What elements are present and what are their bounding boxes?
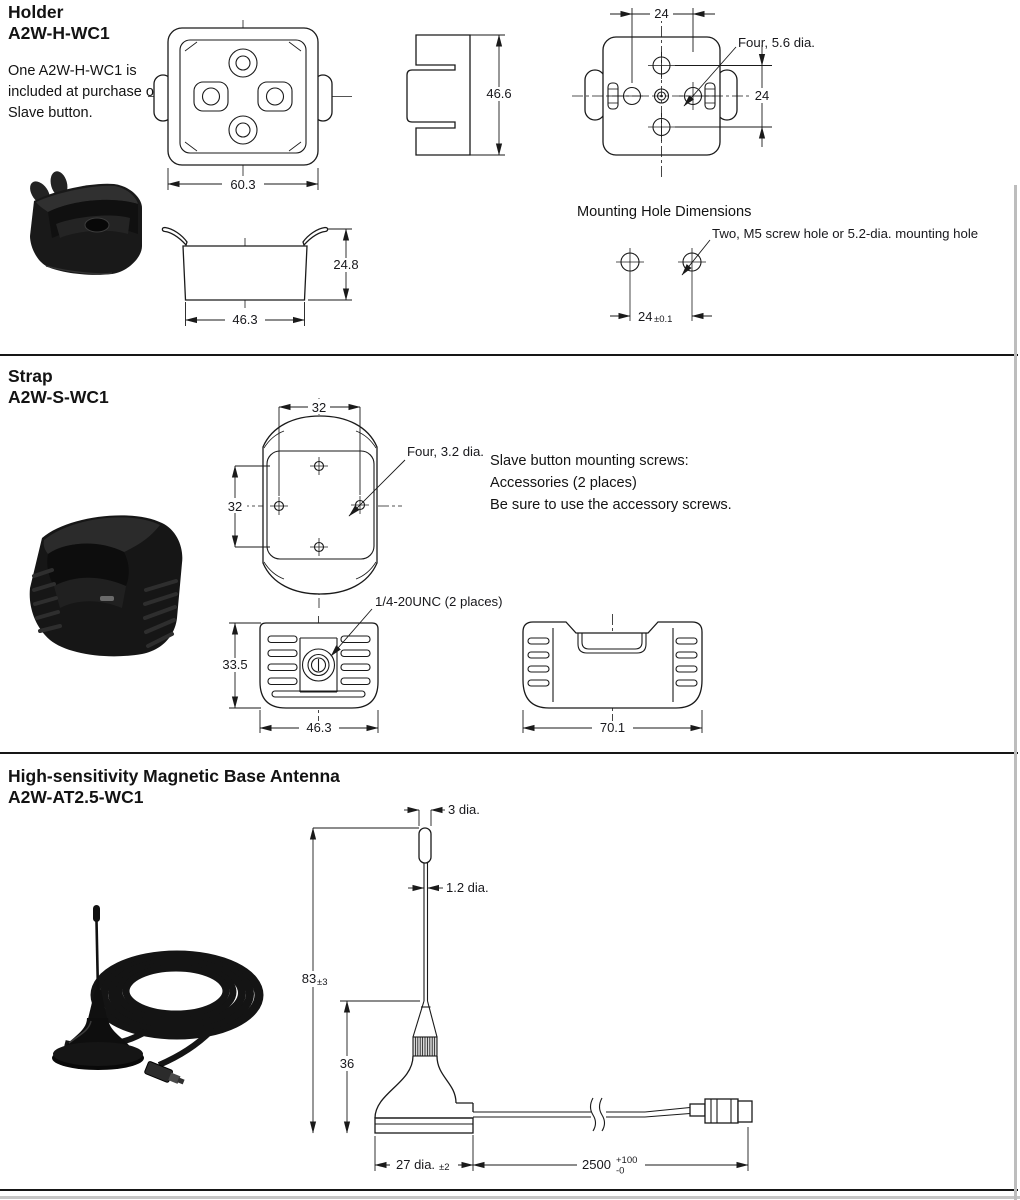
strap-hole-callout: Four, 3.2 dia. — [407, 444, 484, 459]
holder-hole-callout: Four, 5.6 dia. — [738, 35, 815, 50]
holder-left-wing — [161, 226, 188, 247]
holder-side-profile — [406, 34, 471, 156]
dim-back-pitch-h: 24 — [654, 6, 668, 21]
dim-holder-front-width: 60.3 — [230, 177, 255, 192]
strap-note-line1: Slave button mounting screws: — [490, 453, 689, 469]
dim-holder-bottom-width: 46.3 — [232, 312, 257, 327]
holder-top-hole — [228, 48, 258, 78]
antenna-connector — [689, 1098, 753, 1124]
holder-front-view: 60.3 — [148, 20, 352, 192]
strap-mounting-holes — [270, 457, 369, 556]
dim-strap-pitch-h: 32 — [312, 400, 326, 415]
dim-back-pitch-v: 24 — [755, 88, 769, 103]
holder-note: One A2W-H-WC1 is included at purchase of… — [8, 63, 171, 121]
section-divider-3 — [0, 1189, 1018, 1191]
strap-unc-callout: 1/4-20UNC (2 places) — [375, 594, 503, 609]
dim-strap-pitch-v: 32 — [228, 499, 242, 514]
antenna-title: High-sensitivity Magnetic Base Antenna — [8, 766, 340, 786]
strap-title: Strap — [8, 366, 53, 386]
dim-cable-tol-minus: -0 — [616, 1166, 624, 1177]
strap-unc-leader — [330, 608, 373, 657]
strap-vent-slots — [267, 635, 371, 698]
holder-model: A2W-H-WC1 — [8, 23, 110, 43]
strap-hole-leader — [348, 459, 406, 517]
mounting-hole-callout: Two, M5 screw hole or 5.2-dia. mounting … — [712, 226, 978, 241]
antenna-bell-right — [436, 1055, 457, 1104]
antenna-product-photo — [52, 905, 264, 1085]
dim-height-tol: ±3 — [317, 977, 328, 988]
strap-note-line2: Accessories (2 places) — [490, 475, 637, 491]
strap-top-outline — [262, 415, 378, 595]
dim-rod-dia: 1.2 dia. — [446, 880, 489, 895]
holder-bottom-body — [182, 245, 308, 301]
holder-back-view: 24 24 Four, 5.6 dia. — [572, 5, 815, 178]
dim-height: 83 — [302, 971, 316, 986]
strap-product-photo — [29, 515, 183, 657]
dim-mast: 36 — [340, 1056, 354, 1071]
strap-model: A2W-S-WC1 — [8, 387, 109, 407]
strap-side-vents — [527, 637, 698, 687]
antenna-photo-connector — [144, 1061, 185, 1085]
strap-note-line3: Be sure to use the accessory screws. — [490, 497, 732, 513]
dim-tip-dia: 3 dia. — [448, 802, 480, 817]
strap-tripod-boss — [301, 648, 336, 682]
dim-strap-bottom-height: 33.5 — [222, 657, 247, 672]
holder-left-hole — [201, 87, 221, 106]
holder-outer-body — [167, 27, 319, 166]
antenna-bell-left — [374, 1055, 414, 1119]
holder-side-view: 46.6 — [406, 34, 518, 156]
antenna-tip — [418, 827, 432, 864]
dim-holder-side-height: 46.6 — [486, 86, 511, 101]
dim-strap-side-width: 70.1 — [600, 720, 625, 735]
mounting-hole-heading: Mounting Hole Dimensions — [577, 204, 752, 220]
antenna-base-plate — [374, 1117, 474, 1134]
mounting-hole-drawing: Two, M5 screw hole or 5.2-dia. mounting … — [610, 226, 978, 325]
holder-title: Holder — [8, 2, 64, 22]
strap-side-view: 70.1 — [522, 614, 703, 735]
holder-bottom-hole — [228, 115, 258, 145]
dim-cable-length: 2500 — [582, 1157, 611, 1172]
strap-bottom-view: 33.5 46.3 1/4-20UNC (2 places) — [216, 594, 503, 735]
page-right-edge — [1014, 185, 1017, 1200]
holder-hole-leader — [683, 46, 737, 107]
antenna-model: A2W-AT2.5-WC1 — [8, 787, 144, 807]
dim-mount-pitch-tol: ±0.1 — [654, 314, 672, 325]
antenna-cable — [473, 1097, 691, 1132]
holder-product-photo — [30, 171, 142, 275]
dim-holder-bottom-height: 24.8 — [333, 257, 358, 272]
strap-top-view: 32 32 Four, 3.2 dia. — [223, 398, 484, 608]
dim-base-dia-tol: ±2 — [439, 1162, 450, 1173]
page-bottom-edge — [0, 1196, 1020, 1199]
holder-bottom-view: 24.8 46.3 — [161, 226, 365, 327]
dim-base-dia: 27 dia. — [396, 1157, 435, 1172]
dim-cable-tol-plus: +100 — [616, 1155, 637, 1166]
antenna-dimension-drawing: 3 dia. 1.2 dia. 83 ±3 36 — [297, 802, 753, 1177]
dim-strap-bottom-width: 46.3 — [306, 720, 331, 735]
holder-right-hole — [265, 87, 285, 106]
section-divider-2 — [0, 752, 1018, 754]
section-divider-1 — [0, 354, 1018, 356]
strap-side-outline — [522, 621, 703, 709]
dim-mount-pitch: 24 — [638, 309, 652, 324]
holder-right-wing — [302, 226, 329, 247]
back-center-boss — [653, 88, 670, 104]
